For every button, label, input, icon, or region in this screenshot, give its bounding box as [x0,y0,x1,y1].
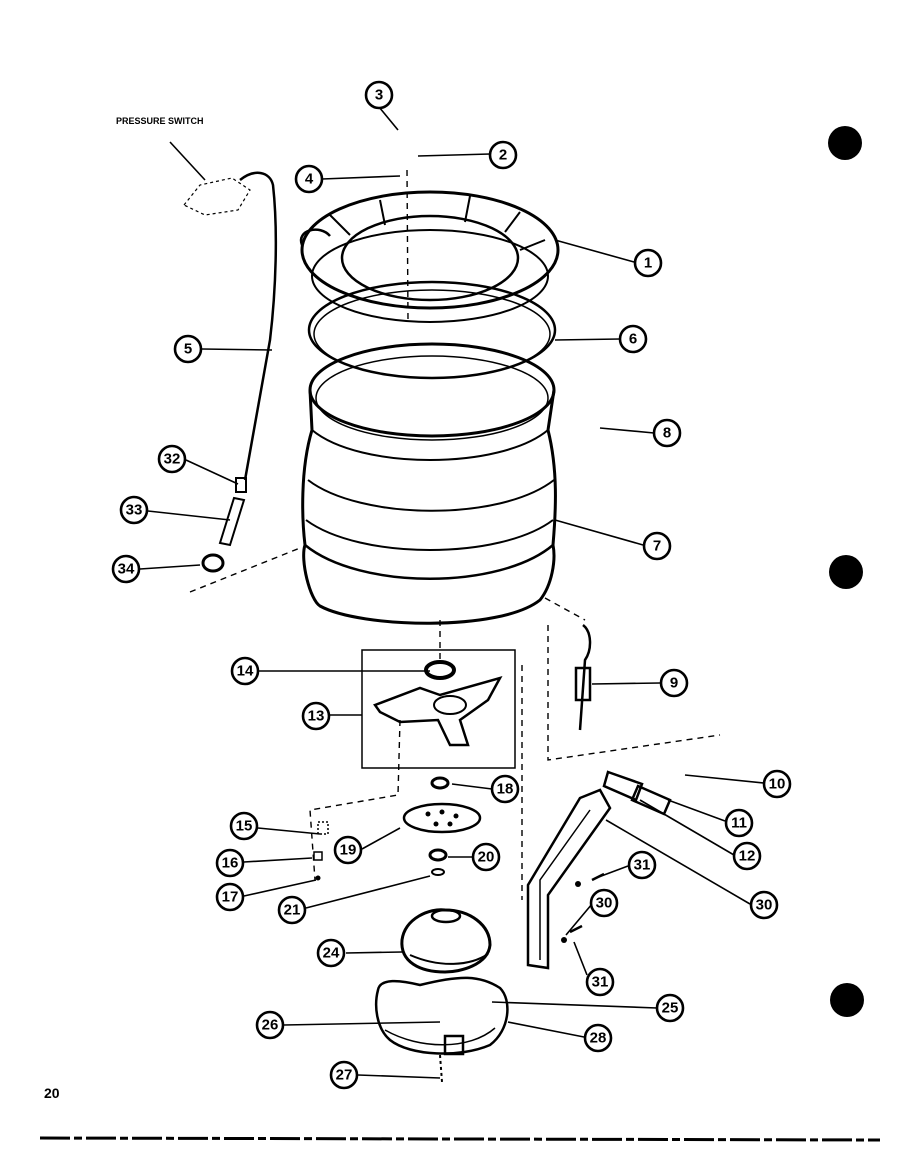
svg-text:30: 30 [596,895,613,912]
callout-17: 17 [215,882,245,912]
callout-13: 13 [301,701,331,731]
alignment-line-hose [189,547,301,593]
svg-text:6: 6 [629,331,637,348]
svg-text:2: 2 [499,147,507,164]
svg-text:16: 16 [222,855,239,872]
callout-20: 20 [471,842,501,872]
svg-text:31: 31 [592,974,609,991]
svg-text:24: 24 [323,945,340,962]
callout-11: 11 [724,808,754,838]
small-fasteners [313,821,329,881]
binder-hole-middle [829,555,863,589]
callout-6: 6 [618,324,648,354]
svg-text:18: 18 [497,781,514,798]
svg-text:5: 5 [184,341,192,358]
callout-33: 33 [119,495,149,525]
tub-ring-cover [299,190,560,323]
brace-leg [526,788,612,970]
callout-30: 30 [589,888,619,918]
mounting-plates [602,770,672,816]
svg-text:25: 25 [662,1000,679,1017]
alignment-line-brace [309,719,401,881]
svg-text:10: 10 [769,776,786,793]
callout-32: 32 [157,444,187,474]
callout-26: 26 [255,1010,285,1040]
callout-5: 5 [173,334,203,364]
pressure-switch-illustration [169,141,278,481]
hose-fittings [201,477,247,573]
svg-text:9: 9 [670,675,678,692]
strap-bracket [574,624,592,731]
callout-27: 27 [329,1060,359,1090]
svg-text:14: 14 [237,663,254,680]
svg-text:15: 15 [236,818,253,835]
callout-16: 16 [215,848,245,878]
callout-25: 25 [655,993,685,1023]
svg-text:33: 33 [126,502,143,519]
callout-31-lower: 31 [585,967,615,997]
callout-24: 24 [316,938,346,968]
callout-2: 2 [488,140,518,170]
svg-text:12: 12 [739,848,756,865]
spider-assembly-box [361,649,516,769]
callout-31-upper: 31 [627,850,657,880]
alignment-line-strap [544,597,721,761]
callout-34: 34 [111,554,141,584]
page-number: 20 [44,1085,60,1101]
callout-18: 18 [490,774,520,804]
pulley-parts [402,776,482,876]
base-plate [374,976,509,1083]
callout-15: 15 [229,811,259,841]
tub-gasket-inner [313,289,551,379]
svg-text:26: 26 [262,1017,279,1034]
svg-text:34: 34 [118,561,135,578]
pressure-switch-caption: PRESSURE SWITCH [116,116,204,126]
callout-3: 3 [364,80,394,110]
callout-28: 28 [583,1023,613,1053]
svg-text:32: 32 [164,451,181,468]
callout-29: 30 [749,890,779,920]
svg-text:31: 31 [634,857,651,874]
svg-text:20: 20 [478,849,495,866]
svg-text:4: 4 [305,171,314,188]
svg-text:19: 19 [340,842,357,859]
callout-1: 1 [633,248,663,278]
svg-text:28: 28 [590,1030,607,1047]
svg-text:17: 17 [222,889,239,906]
callout-4: 4 [294,164,324,194]
alignment-line-center [406,169,441,660]
bottom-edge-line [39,1136,881,1142]
leader-lines [139,106,765,1079]
svg-text:30: 30 [756,897,773,914]
callout-21: 21 [277,895,307,925]
svg-text:21: 21 [284,902,301,919]
callout-9: 9 [659,668,689,698]
callout-12: 12 [732,841,762,871]
svg-text:3: 3 [375,87,383,104]
callout-7: 7 [642,531,672,561]
svg-text:13: 13 [308,708,325,725]
svg-text:8: 8 [663,425,671,442]
transmission-housing [400,908,492,974]
binder-hole-top [828,126,862,160]
outer-tub [301,342,557,625]
binder-hole-bottom [830,983,864,1017]
callout-10: 10 [762,769,792,799]
svg-text:11: 11 [731,815,747,832]
svg-text:27: 27 [336,1067,353,1084]
callout-8: 8 [652,418,682,448]
svg-text:7: 7 [653,538,661,555]
callout-14: 14 [230,656,260,686]
callout-19: 19 [333,835,363,865]
svg-text:1: 1 [644,255,652,272]
